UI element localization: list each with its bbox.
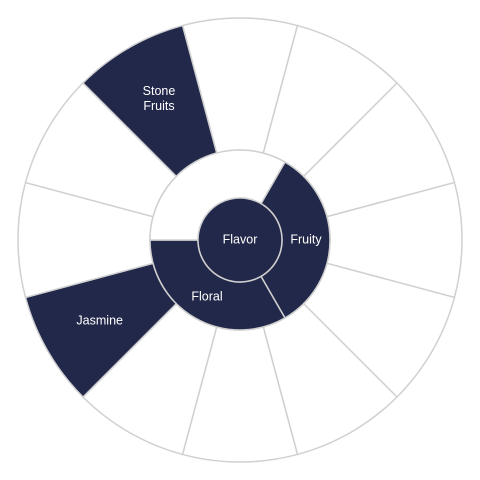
- center-circle[interactable]: [197, 197, 283, 283]
- ring1-label: Floral: [191, 289, 222, 303]
- ring1-label: Fruity: [290, 232, 322, 246]
- center-label: Flavor: [223, 232, 258, 246]
- center-hub: Flavor: [197, 197, 283, 283]
- ring2-label: Jasmine: [76, 313, 123, 327]
